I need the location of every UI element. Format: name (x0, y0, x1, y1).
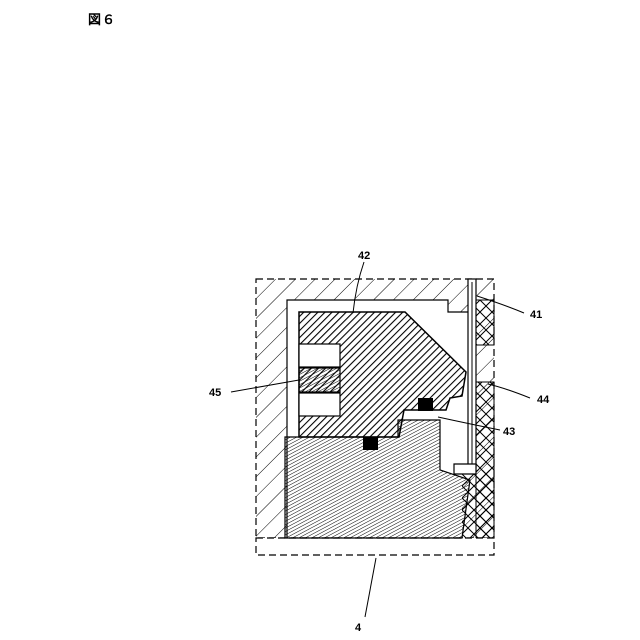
base-plate-4 (256, 538, 494, 555)
ref-label-45: 45 (209, 387, 221, 399)
seal-spot-lower (363, 437, 378, 450)
ref-label-41: 41 (530, 309, 542, 321)
ref-label-4: 4 (355, 622, 362, 634)
ref-label-42: 42 (358, 250, 370, 262)
ref-label-44: 44 (537, 394, 550, 406)
ref-label-43: 43 (503, 426, 515, 438)
seal-spot-43 (418, 398, 433, 411)
insert-45 (299, 344, 340, 416)
